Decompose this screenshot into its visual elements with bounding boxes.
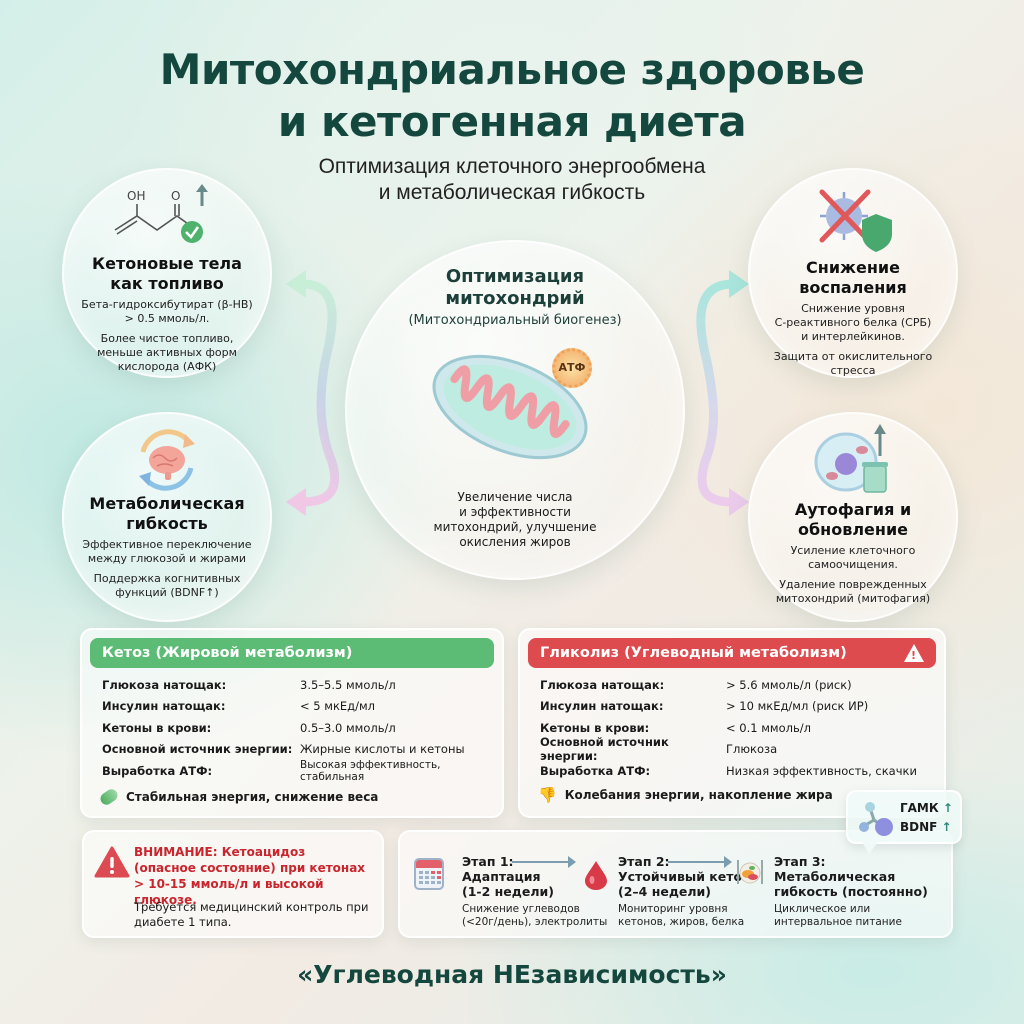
bidirectional-arrow-left-icon	[286, 270, 340, 516]
mitochondrion-icon: АТФ	[420, 342, 610, 472]
keto-stages: Этап 1: Адаптация(1-2 недели) Снижение у…	[398, 830, 953, 938]
neurotransmitter-callout: ГАМК ↑ BDNF ↑	[846, 790, 962, 854]
page-title-line1: Митохондриальное здоровье	[159, 45, 865, 94]
glycolysis-table: Глюкоза натощак:> 5.6 ммоль/л (риск) Инс…	[540, 674, 934, 782]
glycolysis-panel-footer: 👎 Колебания энергии, накопление жира	[538, 786, 833, 804]
page-title-line2: и кетогенная диета	[277, 97, 747, 146]
subtitle-line2: и метаболическая гибкость	[378, 181, 646, 204]
virus-crossed-shield-icon	[808, 184, 898, 254]
glycolysis-panel: Гликолиз (Углеводный метаболизм) ! Глюко…	[518, 628, 946, 818]
brain-cycle-icon	[127, 424, 207, 496]
center-subtitle: (Митохондриальный биогенез)	[408, 313, 622, 328]
ketosis-table: Глюкоза натощак:3.5–5.5 ммоль/л Инсулин …	[102, 674, 492, 783]
arrow-right-icon	[512, 861, 574, 863]
cell-trash-icon	[808, 420, 898, 498]
table-row: Выработка АТФ:Высокая эффективность, ста…	[102, 758, 441, 783]
table-row: Инсулин натощак:> 10 мкЕд/мл (риск ИР)	[540, 699, 869, 714]
table-row: Глюкоза натощак:> 5.6 ммоль/л (риск)	[540, 677, 852, 692]
svg-text:O: O	[171, 189, 180, 203]
table-row: Инсулин натощак:< 5 мкЕд/мл	[102, 699, 376, 714]
ketosis-panel-footer: Стабильная энергия, снижение веса	[98, 786, 378, 808]
glycolysis-panel-header: Гликолиз (Углеводный метаболизм) !	[528, 638, 936, 668]
ketoacidosis-warning: ВНИМАНИЕ: Кетоацидоз(опасное состояние) …	[82, 830, 384, 938]
footer-slogan: «Углеводная НЕзависимость»	[297, 960, 727, 989]
table-row: Основной источник энергии:Глюкоза	[540, 735, 778, 764]
table-row: Кетоны в крови:< 0.1 ммоль/л	[540, 720, 811, 735]
ketosis-panel: Кетоз (Жировой метаболизм) Глюкоза натощ…	[80, 628, 504, 818]
thumbs-down-icon: 👎	[538, 786, 557, 804]
food-plate-icon	[736, 856, 764, 888]
stage-1: Этап 1: Адаптация(1-2 недели) Снижение у…	[462, 854, 608, 928]
bubble-ketones-text1: Бета-гидроксибутират (β-HB)> 0.5 ммоль/л…	[81, 298, 253, 325]
blood-drop-icon	[584, 860, 608, 890]
table-row: Кетоны в крови:0.5–3.0 ммоль/л	[102, 720, 396, 735]
ketosis-panel-header: Кетоз (Жировой метаболизм)	[90, 638, 494, 668]
bubble-ketones-text2: Более чистое топливо,меньше активных фор…	[97, 332, 237, 373]
beta-hydroxybutyrate-molecule-icon: OH O	[107, 184, 227, 254]
subtitle-line1: Оптимизация клеточного энергообмена	[318, 155, 706, 178]
stage-2: Этап 2: Устойчивый кетоз(2–4 недели) Мон…	[618, 854, 750, 928]
center-text: Увеличение числа и эффективности митохон…	[433, 490, 597, 549]
warning-alert-text: ВНИМАНИЕ: Кетоацидоз(опасное состояние) …	[134, 845, 366, 907]
svg-text:OH: OH	[127, 189, 145, 203]
table-row: Глюкоза натощак:3.5–5.5 ммоль/л	[102, 677, 396, 692]
green-pill-icon	[98, 786, 120, 808]
alert-triangle-icon	[94, 846, 130, 878]
arrow-right-icon	[668, 861, 730, 863]
bidirectional-arrow-right-icon	[696, 270, 749, 516]
calendar-icon	[414, 858, 444, 890]
molecule-icon	[856, 800, 896, 838]
atp-badge: АТФ	[552, 348, 592, 388]
gaba-label: ГАМК ↑	[900, 801, 953, 815]
bdnf-label: BDNF ↑	[900, 820, 952, 834]
warning-icon	[904, 644, 924, 662]
table-row: Выработка АТФ:Низкая эффективность, скач…	[540, 763, 917, 778]
table-row: Основной источник энергии:Жирные кислоты…	[102, 742, 465, 757]
